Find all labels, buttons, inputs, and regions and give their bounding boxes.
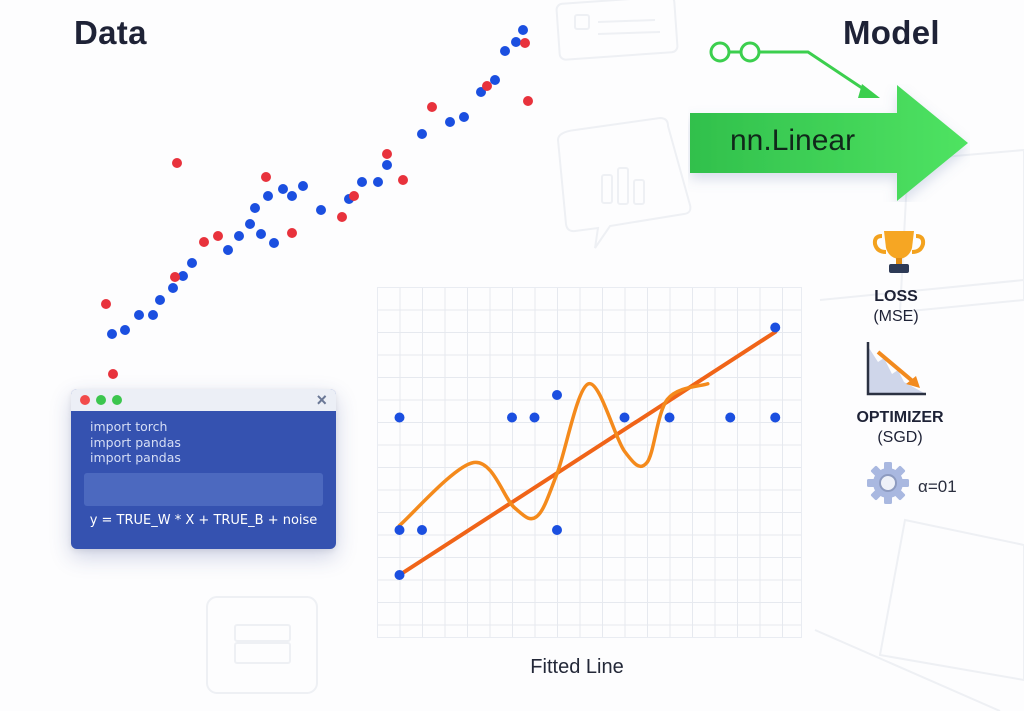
blue-data-point: [107, 329, 117, 339]
model-section-title: Model: [843, 14, 940, 51]
blue-data-point: [134, 310, 144, 320]
blue-data-point: [500, 46, 510, 56]
blue-data-point: [298, 181, 308, 191]
blue-data-point: [490, 75, 500, 85]
connector-icon: [709, 41, 880, 98]
chart-data-point: [394, 525, 405, 535]
chart-caption: Fitted Line: [530, 656, 624, 678]
trophy-icon: [872, 231, 926, 273]
chart-data-point: [552, 390, 562, 400]
chart-data-point: [552, 525, 562, 535]
blue-data-point: [269, 238, 279, 248]
chart-data-point: [394, 412, 405, 423]
red-data-point: [523, 96, 533, 106]
red-data-point: [287, 228, 297, 238]
linear-layer-label: nn.Linear: [730, 124, 856, 157]
blue-data-point: [223, 245, 233, 255]
blue-data-point: [373, 177, 383, 187]
descending-chart-icon: [866, 342, 926, 396]
red-data-point: [398, 175, 408, 185]
loss-label: LOSS (MSE): [851, 287, 941, 327]
red-data-point: [382, 149, 392, 159]
blue-data-point: [511, 37, 521, 47]
red-data-point: [261, 172, 271, 182]
data-section-title: Data: [74, 14, 147, 51]
red-data-point: [172, 158, 182, 168]
chart-data-point: [529, 412, 540, 423]
red-data-point: [349, 191, 359, 201]
blue-data-point: [263, 191, 273, 201]
blue-data-point: [168, 283, 178, 293]
blue-data-point: [518, 25, 528, 35]
code-body: import torch import pandas import pandas: [71, 411, 336, 466]
chart-data-point: [507, 412, 517, 423]
blue-data-point: [245, 219, 255, 229]
blue-data-point: [382, 160, 392, 170]
window-titlebar: ×: [71, 389, 336, 411]
loss-title: LOSS: [874, 288, 918, 305]
optimizer-subtitle: (SGD): [877, 429, 923, 446]
code-input-field[interactable]: [84, 473, 323, 506]
blue-data-point: [316, 205, 326, 215]
red-data-point: [108, 369, 118, 379]
window-close-dot[interactable]: [80, 395, 90, 405]
close-icon[interactable]: ×: [316, 390, 327, 410]
blue-data-point: [445, 117, 455, 127]
blue-data-point: [459, 112, 469, 122]
linear-layer-arrow: [690, 85, 968, 201]
red-data-point: [482, 81, 492, 91]
blue-data-point: [120, 325, 130, 335]
red-data-point: [199, 237, 209, 247]
blue-data-point: [256, 229, 266, 239]
optimizer-title: OPTIMIZER: [856, 409, 944, 426]
red-data-point: [520, 38, 530, 48]
gear-icon[interactable]: [866, 462, 910, 504]
blue-data-point: [187, 258, 197, 268]
blue-data-point: [234, 231, 244, 241]
blue-data-point: [148, 310, 158, 320]
code-editor-window: × import torch import pandas import pand…: [71, 389, 336, 549]
red-data-point: [337, 212, 347, 222]
window-maximize-dot[interactable]: [112, 395, 122, 405]
red-data-point: [427, 102, 437, 112]
code-line: import torch: [90, 419, 168, 434]
chart-data-point: [770, 322, 781, 333]
red-data-point: [101, 299, 111, 309]
chart-data-point: [417, 525, 427, 535]
linear-fit-line: [397, 330, 778, 577]
fitted-line-chart: [377, 287, 802, 638]
blue-data-point: [278, 184, 288, 194]
chart-data-point: [664, 412, 675, 423]
chart-data-point: [619, 412, 630, 423]
blue-data-point: [155, 295, 165, 305]
red-data-point: [170, 272, 180, 282]
blue-data-point: [287, 191, 297, 201]
loss-subtitle: (MSE): [873, 308, 919, 325]
code-line: import pandas: [90, 434, 181, 450]
blue-data-point: [357, 177, 367, 187]
chart-data-point: [725, 412, 736, 423]
formula-text: y = TRUE_W * X + TRUE_B + noise: [89, 513, 318, 528]
blue-data-point: [417, 129, 427, 139]
chart-data-point: [770, 412, 781, 423]
blue-data-point: [178, 271, 188, 281]
chart-data-point: [394, 570, 405, 580]
red-data-point: [213, 231, 223, 241]
code-line: import pandas: [90, 450, 181, 465]
optimizer-label: OPTIMIZER (SGD): [842, 408, 958, 448]
overfit-curve: [397, 382, 710, 528]
chart-grid: [377, 287, 802, 638]
window-minimize-dot[interactable]: [96, 395, 106, 405]
learning-rate-value: α=01: [918, 477, 957, 496]
blue-data-point: [250, 203, 260, 213]
